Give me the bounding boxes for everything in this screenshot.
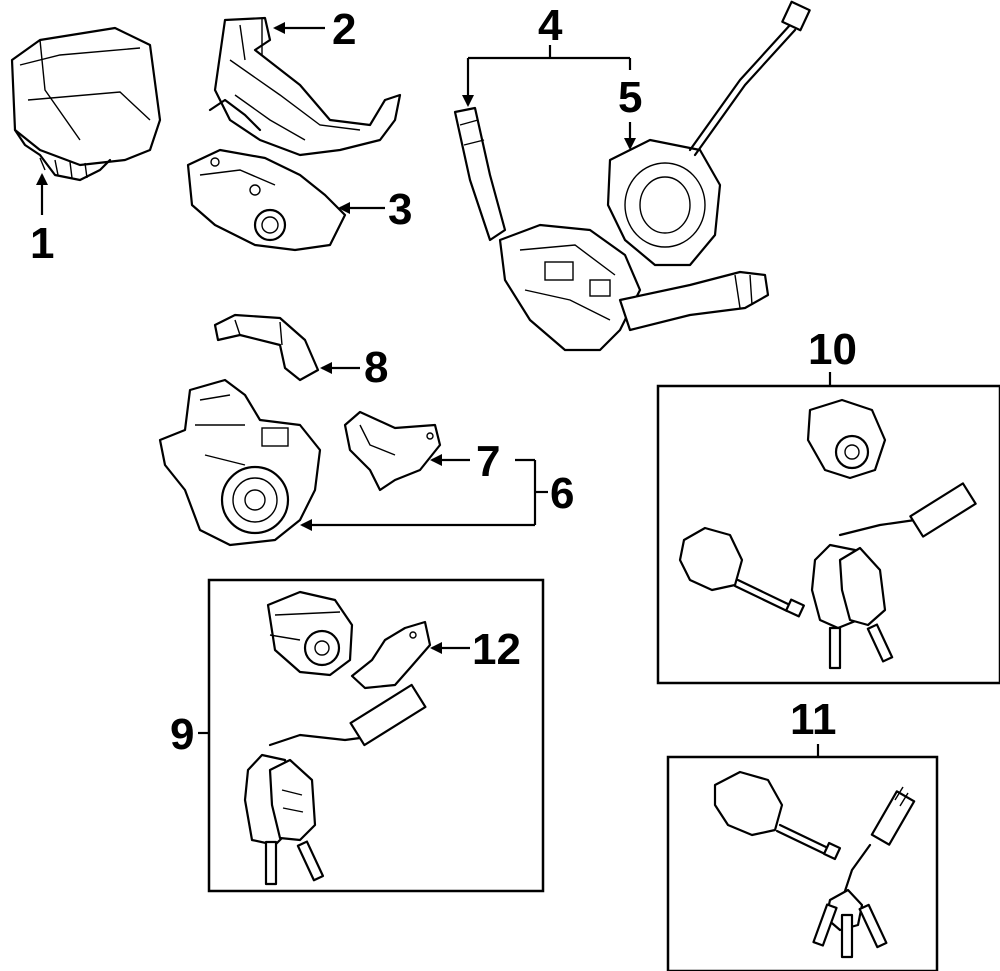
column-cover-upper-part bbox=[10, 26, 162, 182]
ignition-switch-part-10 bbox=[678, 526, 805, 618]
key-set-part-10 bbox=[810, 482, 977, 670]
callout-6: 6 bbox=[550, 469, 574, 518]
steering-lock-assembly-part bbox=[158, 378, 322, 547]
callout-12: 12 bbox=[472, 625, 521, 674]
callout-4: 4 bbox=[538, 1, 563, 50]
callout-3: 3 bbox=[388, 185, 412, 234]
bracket-part-12 bbox=[350, 620, 432, 690]
kit-box-9 bbox=[207, 578, 545, 893]
callout-7: 7 bbox=[476, 437, 500, 486]
key-set-part-11 bbox=[812, 786, 916, 959]
callout-6-bracket bbox=[300, 458, 548, 531]
lock-cylinder-part-10 bbox=[806, 398, 887, 480]
callout-11: 11 bbox=[790, 695, 837, 744]
callout-8: 8 bbox=[364, 343, 388, 392]
combination-switch-part bbox=[453, 106, 770, 352]
kit-box-11 bbox=[666, 755, 939, 971]
callout-1: 1 bbox=[30, 219, 54, 268]
lock-cylinder-part-9 bbox=[266, 590, 354, 677]
column-bracket-part bbox=[213, 313, 320, 382]
callout-5: 5 bbox=[618, 73, 642, 122]
clock-spring-part bbox=[606, 0, 811, 267]
callout-9: 9 bbox=[170, 710, 194, 759]
lock-housing-cover-part bbox=[186, 148, 347, 252]
callout-10: 10 bbox=[808, 325, 857, 374]
column-cover-lower-part bbox=[208, 16, 402, 157]
switch-bracket-part bbox=[343, 410, 442, 492]
ignition-switch-part-11 bbox=[713, 770, 842, 861]
key-set-part-9 bbox=[243, 683, 427, 886]
callout-4-bracket bbox=[462, 45, 632, 107]
callout-2: 2 bbox=[332, 5, 356, 54]
